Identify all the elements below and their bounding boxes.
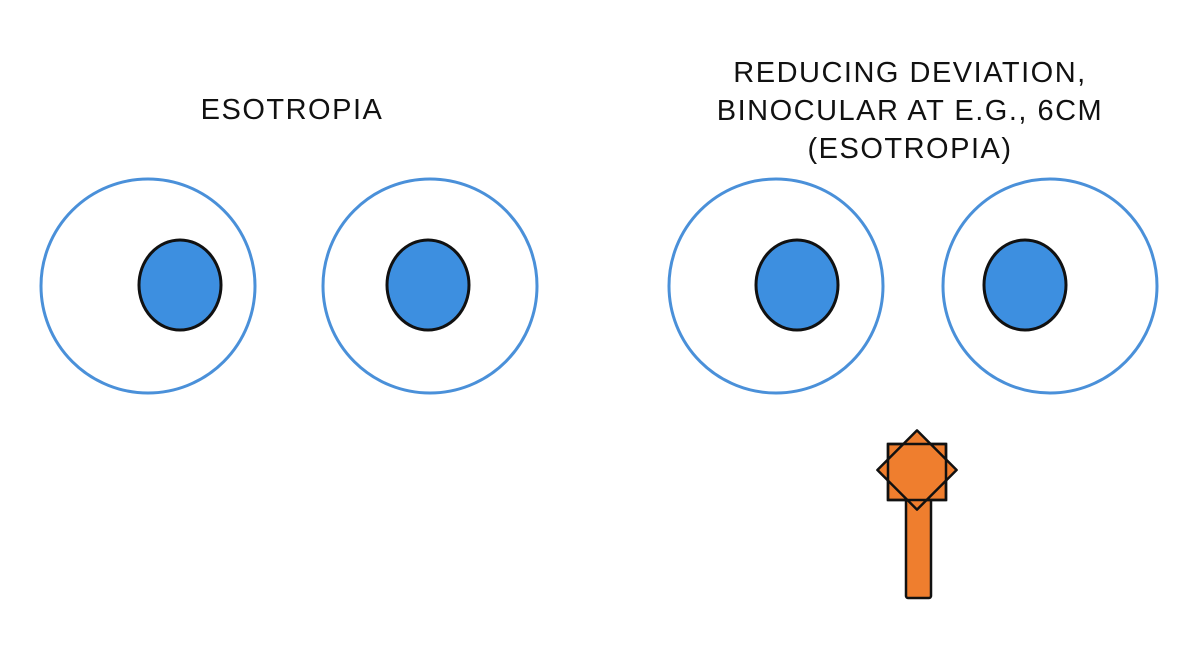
left-eye-iris: [754, 238, 840, 332]
caption-line: (ESOTROPIA): [807, 133, 1013, 165]
caption-line: BINOCULAR AT E.G., 6CM: [716, 95, 1104, 127]
caption-reducing-deviation: REDUCING DEVIATION, BINOCULAR AT E.G., 6…: [680, 54, 1140, 168]
caption-line: REDUCING DEVIATION,: [733, 57, 1087, 89]
left-eye-iris: [137, 238, 223, 332]
panel-reducing-deviation: [667, 177, 1159, 600]
fixation-stick-icon: [876, 429, 958, 600]
panel-esotropia: [39, 177, 539, 395]
right-eye-iris: [982, 238, 1068, 332]
right-eye-iris: [385, 238, 471, 332]
fixation-target-diamond: [876, 429, 958, 511]
caption-esotropia: ESOTROPIA: [142, 91, 442, 129]
caption-line: ESOTROPIA: [200, 94, 384, 126]
fixation-target-square-outline: [886, 442, 948, 502]
